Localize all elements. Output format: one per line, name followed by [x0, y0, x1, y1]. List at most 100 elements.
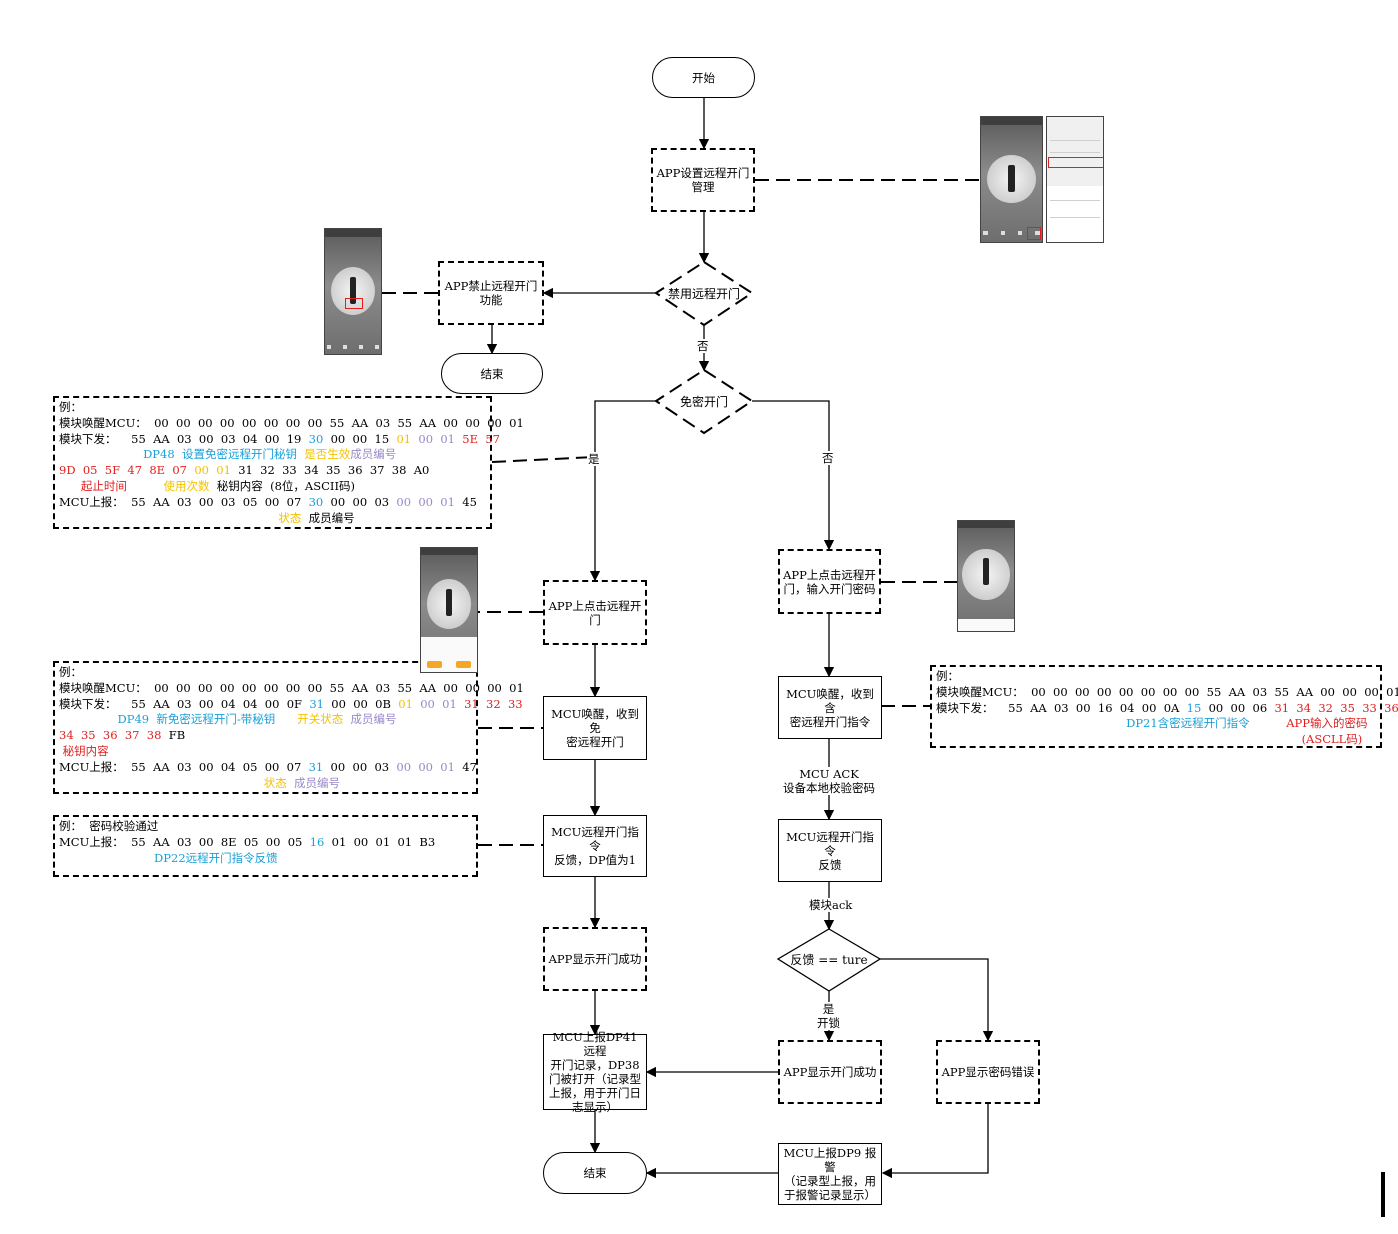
- note-line: 例：: [59, 400, 486, 416]
- note-segment: 例：: [936, 669, 959, 683]
- edge-nopass-yes: [589, 400, 656, 582]
- label-yes-unlock: 是 开锁: [816, 1002, 841, 1030]
- note-segment: [59, 776, 264, 790]
- note-segment: 成员编号: [286, 775, 341, 790]
- note-line: 模块下发： 55 AA 03 00 16 04 00 0A 15 00 00 0…: [936, 700, 1398, 717]
- link-note1: [491, 456, 596, 463]
- note-line: MCU上报： 55 AA 03 00 03 05 00 07 30 00 00 …: [59, 495, 486, 511]
- note-segment: [59, 851, 154, 865]
- app-click-remote-right: APP上点击远程开 门，输入开门密码: [778, 549, 881, 614]
- note-segment: DP49 新免密远程开门-带秘钥: [117, 712, 276, 727]
- note-segment: 01 00 01 01 B3: [324, 834, 436, 849]
- edge-fb-err: [880, 958, 994, 1042]
- app-screenshot-password-unlock: [957, 520, 1015, 632]
- note-segment: 31 32 33 34 35 36 37 38 A0: [230, 463, 430, 478]
- label-no-password-free: 否: [821, 451, 835, 465]
- note-segment: 00 00 15: [323, 431, 397, 446]
- note-segment: 00 01: [411, 431, 455, 446]
- note-line: 9D 05 5F 47 8E 07 00 01 31 32 33 34 35 3…: [59, 463, 486, 479]
- note-segment: 9D 05 5F 47 8E 07: [59, 463, 195, 478]
- note-segment: DP22远程开门指令反馈: [154, 850, 278, 865]
- note-segment: [59, 712, 118, 726]
- note-segment: 5E 57: [454, 431, 500, 446]
- note-segment: 模块唤醒MCU： 00 00 00 00 00 00 00 00 55 AA 0…: [59, 680, 524, 695]
- note-segment: [59, 447, 143, 461]
- note-line: DP48 设置免密远程开门秘钥 是否生效成员编号: [59, 447, 486, 463]
- example-note-dp21: 例：模块唤醒MCU： 00 00 00 00 00 00 00 00 55 AA…: [930, 665, 1398, 748]
- note-segment: 状态: [278, 510, 302, 525]
- note-segment: 模块唤醒MCU： 00 00 00 00 00 00 00 00 55 AA 0…: [59, 415, 524, 430]
- note-segment: 31 34 32 35 33 36: [1274, 700, 1398, 715]
- disable-remote-decision: 禁用远程开门: [667, 286, 740, 301]
- note-segment: 例：: [59, 400, 82, 414]
- note-segment: 使用次数: [126, 478, 210, 493]
- note-line: 模块唤醒MCU： 00 00 00 00 00 00 00 00 55 AA 0…: [59, 681, 524, 697]
- note-line: 状态 成员编号: [59, 511, 486, 527]
- note-segment: 00 01: [412, 696, 457, 711]
- note-line: 34 35 36 37 38 FB: [59, 728, 472, 744]
- end-node-1: 结束: [441, 353, 543, 394]
- app-show-success-left: APP显示开门成功: [543, 927, 647, 991]
- note-segment: 成员编号: [343, 712, 397, 727]
- note-segment: 31 32 33: [456, 696, 523, 711]
- note-segment: 01: [396, 431, 412, 446]
- example-note-dp49: 例：模块唤醒MCU： 00 00 00 00 00 00 00 00 55 AA…: [53, 661, 524, 794]
- note-line: MCU上报： 55 AA 03 00 04 05 00 07 31 00 00 …: [59, 759, 477, 776]
- app-screenshot-remote-disabled: [324, 228, 382, 355]
- note-line: 模块唤醒MCU： 00 00 00 00 00 00 00 00 55 AA 0…: [59, 416, 524, 432]
- end-node-2: 结束: [543, 1152, 647, 1194]
- edge-marker-bar: [1381, 1172, 1385, 1217]
- decision-nopass-shape: [654, 368, 754, 435]
- note-line: 秘钥内容: [59, 744, 472, 760]
- label-module-ack: 模块ack: [808, 898, 854, 912]
- note-segment: 15: [1186, 700, 1202, 715]
- note-segment: 00 00 03: [323, 494, 397, 509]
- app-screenshot-remote-settings: [980, 116, 1043, 243]
- note-segment: 31: [308, 759, 324, 774]
- note-segment: 例：: [59, 665, 82, 679]
- note-segment: 模块唤醒MCU： 00 00 00 00 00 00 00 00 55 AA 0…: [936, 684, 1398, 699]
- label-no-disable: 否: [696, 339, 710, 353]
- note-segment: DP48 设置免密远程开门秘钥: [143, 447, 297, 462]
- note-line: DP49 新免密远程开门-带秘钥 开关状态 成员编号: [59, 712, 472, 728]
- note-segment: 00 00 03: [323, 759, 397, 774]
- label-mcu-ack: MCU ACK 设备本地校验密码: [782, 767, 876, 795]
- note-segment: 31: [309, 696, 324, 711]
- note-segment: MCU上报： 55 AA 03 00 03 05 00 07: [59, 494, 309, 509]
- note-segment: 00 00 06: [1201, 700, 1275, 715]
- note-segment: 34 35 36 37 38: [59, 728, 162, 743]
- app-screenshot-settings-menu: [1046, 116, 1104, 243]
- note-segment: 模块下发： 55 AA 03 00 04 04 00 0F: [59, 696, 310, 711]
- mcu-response-left: MCU远程开门指令 反馈，DP值为1: [543, 815, 647, 877]
- note-segment: 30: [308, 431, 324, 446]
- note-segment: 30: [308, 494, 324, 509]
- note-line: 模块下发： 55 AA 03 00 03 04 00 19 30 00 00 1…: [59, 431, 500, 448]
- edge-err-dp9: [881, 1104, 989, 1179]
- app-show-password-error: APP显示密码错误: [936, 1040, 1040, 1104]
- mcu-wake-password-free: MCU唤醒，收到免 密远程开门: [543, 696, 647, 760]
- edge-nopass-no: [752, 400, 835, 551]
- note-segment: MCU上报： 55 AA 03 00 04 05 00 07: [59, 759, 309, 774]
- note-line: 模块唤醒MCU： 00 00 00 00 00 00 00 00 55 AA 0…: [936, 685, 1398, 701]
- note-line: 模块下发： 55 AA 03 00 04 04 00 0F 31 00 00 0…: [59, 696, 523, 713]
- note-segment: 00 00 01: [396, 494, 455, 509]
- note-line: DP22远程开门指令反馈: [59, 851, 472, 867]
- note-line: 例：: [936, 669, 1376, 685]
- decision-disable-shape: [654, 260, 754, 327]
- app-click-remote-left: APP上点击远程开 门: [543, 580, 647, 645]
- decision-feedback-shape: [776, 928, 882, 992]
- app-disable-remote-node: APP禁止远程开门 功能: [438, 261, 544, 325]
- note-segment: 成员编号: [350, 447, 397, 462]
- mcu-wake-with-password: MCU唤醒，收到含 密远程开门指令: [778, 676, 882, 739]
- note-segment: DP21含密远程开门指令: [1126, 716, 1250, 731]
- note-segment: APP输入的密码: [1249, 716, 1368, 731]
- note-segment: 起止时间: [59, 478, 127, 493]
- note-segment: [936, 732, 1302, 746]
- mcu-report-dp41: MCU上报DP41 远程 开门记录，DP38 门被打开（记录型 上报，用于开门日…: [543, 1030, 647, 1114]
- note-line: 起止时间 使用次数 秘钥内容 (8位，ASCII码): [59, 479, 486, 495]
- note-segment: 模块下发： 55 AA 03 00 16 04 00 0A: [936, 700, 1187, 715]
- note-segment: 00 01: [194, 463, 231, 478]
- note-line: 状态 成员编号: [59, 776, 472, 792]
